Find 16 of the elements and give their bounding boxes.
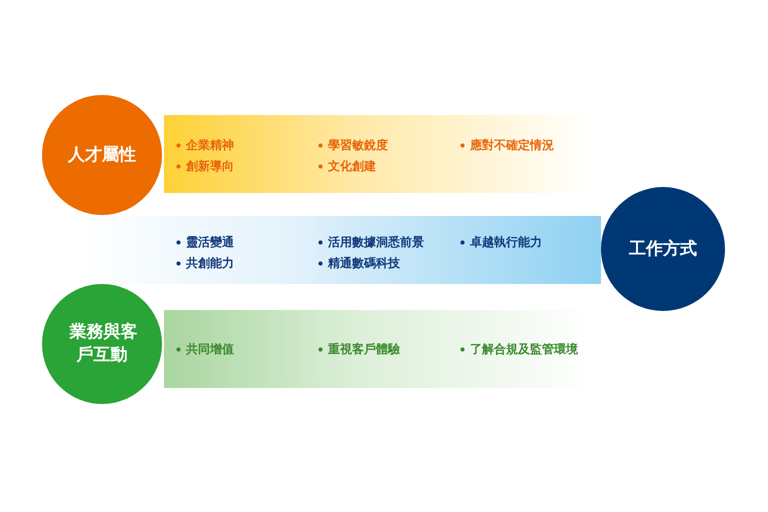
bullet-item: 了解合規及監管環境: [460, 341, 578, 358]
bullet-item: 創新導向: [176, 158, 234, 175]
category-title: 工作方式: [628, 238, 698, 260]
bullet-item: 共創能力: [176, 255, 234, 272]
bullet-item: 精通數碼科技: [318, 255, 400, 272]
bullet-item: 文化創建: [318, 158, 376, 175]
bullet-item: 企業精神: [176, 137, 234, 154]
bullet-item: 靈活變通: [176, 234, 234, 251]
bullet-item: 共同增值: [176, 341, 234, 358]
bullet-item: 學習敏銳度: [318, 137, 388, 154]
bullet-item: 應對不確定情況: [460, 137, 554, 154]
bullet-item: 活用數據洞悉前景: [318, 234, 424, 251]
category-title: 人才屬性: [66, 144, 137, 166]
bullet-item: 重視客戶體驗: [318, 341, 400, 358]
bullet-item: 卓越執行能力: [460, 234, 542, 251]
category-title: 業務與客戶互動: [68, 321, 138, 367]
